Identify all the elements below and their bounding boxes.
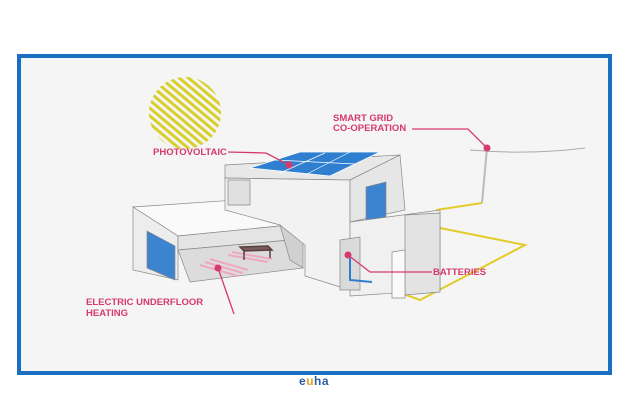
label-smart-grid-line2: CO-OPERATION <box>333 123 406 134</box>
logo-part: e <box>299 374 307 388</box>
sun-icon <box>149 77 221 149</box>
callout-dots <box>214 144 491 272</box>
label-photovoltaic: PHOTOVOLTAIC <box>153 147 227 158</box>
label-heating-line1: ELECTRIC UNDERFLOOR <box>86 297 203 308</box>
euha-logo: euha <box>299 374 329 388</box>
callouts <box>217 128 488 315</box>
wires <box>397 202 528 302</box>
logo-part: ha <box>314 374 330 388</box>
table <box>238 245 274 260</box>
label-batteries: BATTERIES <box>433 267 486 278</box>
main-block <box>224 154 441 299</box>
label-smart-grid-line1: SMART GRID <box>333 113 393 124</box>
logo-part: u <box>306 374 315 388</box>
solar-panels <box>249 151 381 177</box>
label-heating-line2: HEATING <box>86 308 128 319</box>
left-wing <box>131 196 304 283</box>
utility-pole <box>469 147 586 204</box>
